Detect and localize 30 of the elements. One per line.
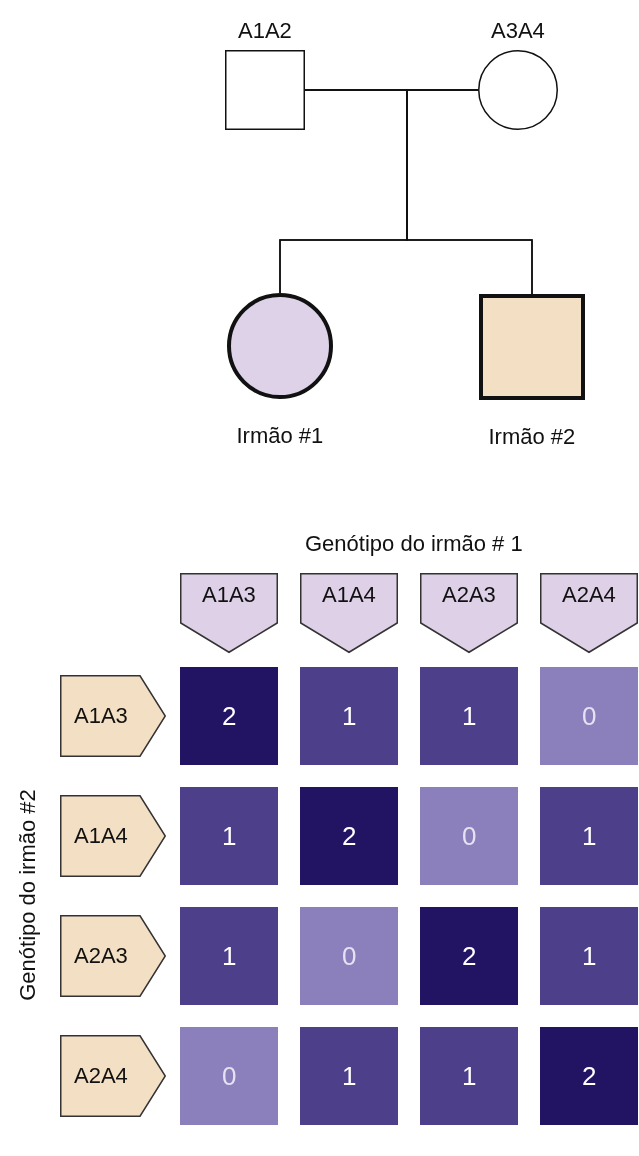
shared-allele-count: 0 bbox=[462, 823, 477, 849]
shared-allele-count: 1 bbox=[342, 1063, 357, 1089]
shared-allele-count: 2 bbox=[222, 703, 237, 729]
shared-allele-count: 0 bbox=[222, 1063, 237, 1089]
shared-allele-count: 1 bbox=[222, 943, 237, 969]
shared-allele-count: 0 bbox=[582, 703, 597, 729]
genotype-label: A1A4 bbox=[322, 582, 376, 608]
genotype-label: A2A3 bbox=[442, 582, 496, 608]
shared-allele-count: 1 bbox=[582, 823, 597, 849]
genotype-label: A2A4 bbox=[562, 582, 616, 608]
shared-allele-count: 0 bbox=[342, 943, 357, 969]
shared-allele-count: 2 bbox=[582, 1063, 597, 1089]
shared-allele-count: 1 bbox=[342, 703, 357, 729]
genotype-label: A1A2 bbox=[238, 18, 292, 44]
shared-allele-count: 2 bbox=[462, 943, 477, 969]
shared-allele-count: 1 bbox=[582, 943, 597, 969]
shared-allele-count: 2 bbox=[342, 823, 357, 849]
genotype-label: A2A4 bbox=[74, 1063, 128, 1089]
shared-allele-count: 1 bbox=[462, 703, 477, 729]
shared-allele-count: 1 bbox=[222, 823, 237, 849]
row-axis-title: Genótipo do irmão #2 bbox=[14, 789, 41, 1001]
genotype-label: A2A3 bbox=[74, 943, 128, 969]
genotype-label: A3A4 bbox=[491, 18, 545, 44]
sibling-label: Irmão #2 bbox=[488, 424, 576, 450]
genotype-label: A1A3 bbox=[202, 582, 256, 608]
genotype-label: A1A4 bbox=[74, 823, 128, 849]
genotype-label: A1A3 bbox=[74, 703, 128, 729]
sibling-label: Irmão #1 bbox=[236, 423, 324, 449]
shared-allele-count: 1 bbox=[462, 1063, 477, 1089]
column-axis-title: Genótipo do irmão # 1 bbox=[305, 531, 523, 557]
